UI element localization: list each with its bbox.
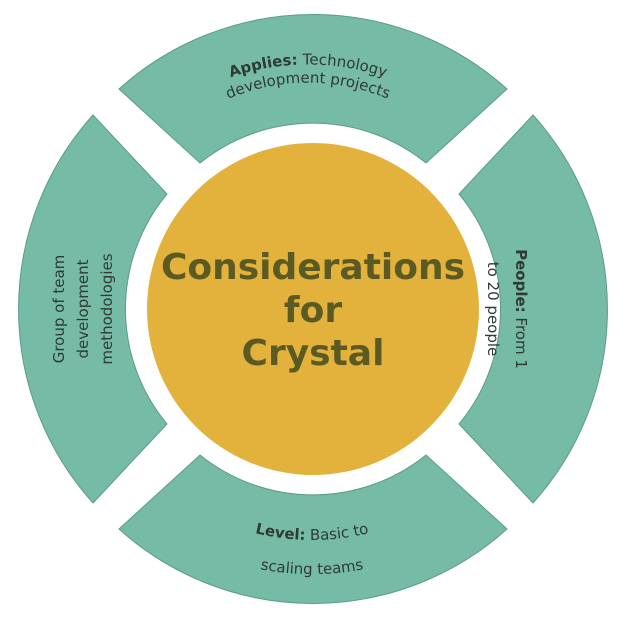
- center-title-line-3: Crystal: [242, 333, 385, 374]
- segment-bottom-text-2: scaling teams: [259, 555, 364, 578]
- segment-right-text-1: From 1: [512, 313, 530, 369]
- segment-right: [458, 114, 608, 504]
- segment-left-text-3: methodologies: [98, 253, 116, 364]
- center-title-line-2: for: [284, 290, 342, 331]
- segment-bottom-label-line-2: scaling teams: [259, 555, 364, 578]
- center-title-line-1: Considerations: [161, 247, 465, 288]
- segment-top: [118, 14, 508, 164]
- segment-left-text-1: Group of team: [50, 255, 68, 364]
- segment-bottom: [118, 454, 508, 604]
- segment-left-text-2: development: [74, 259, 92, 358]
- segment-right-text-2: to 20 people: [484, 262, 502, 357]
- segment-left: [18, 114, 168, 504]
- segment-right-label-line-1: People: From 1: [512, 249, 530, 369]
- center-circle: [147, 143, 479, 475]
- segment-right-key: People:: [512, 249, 530, 313]
